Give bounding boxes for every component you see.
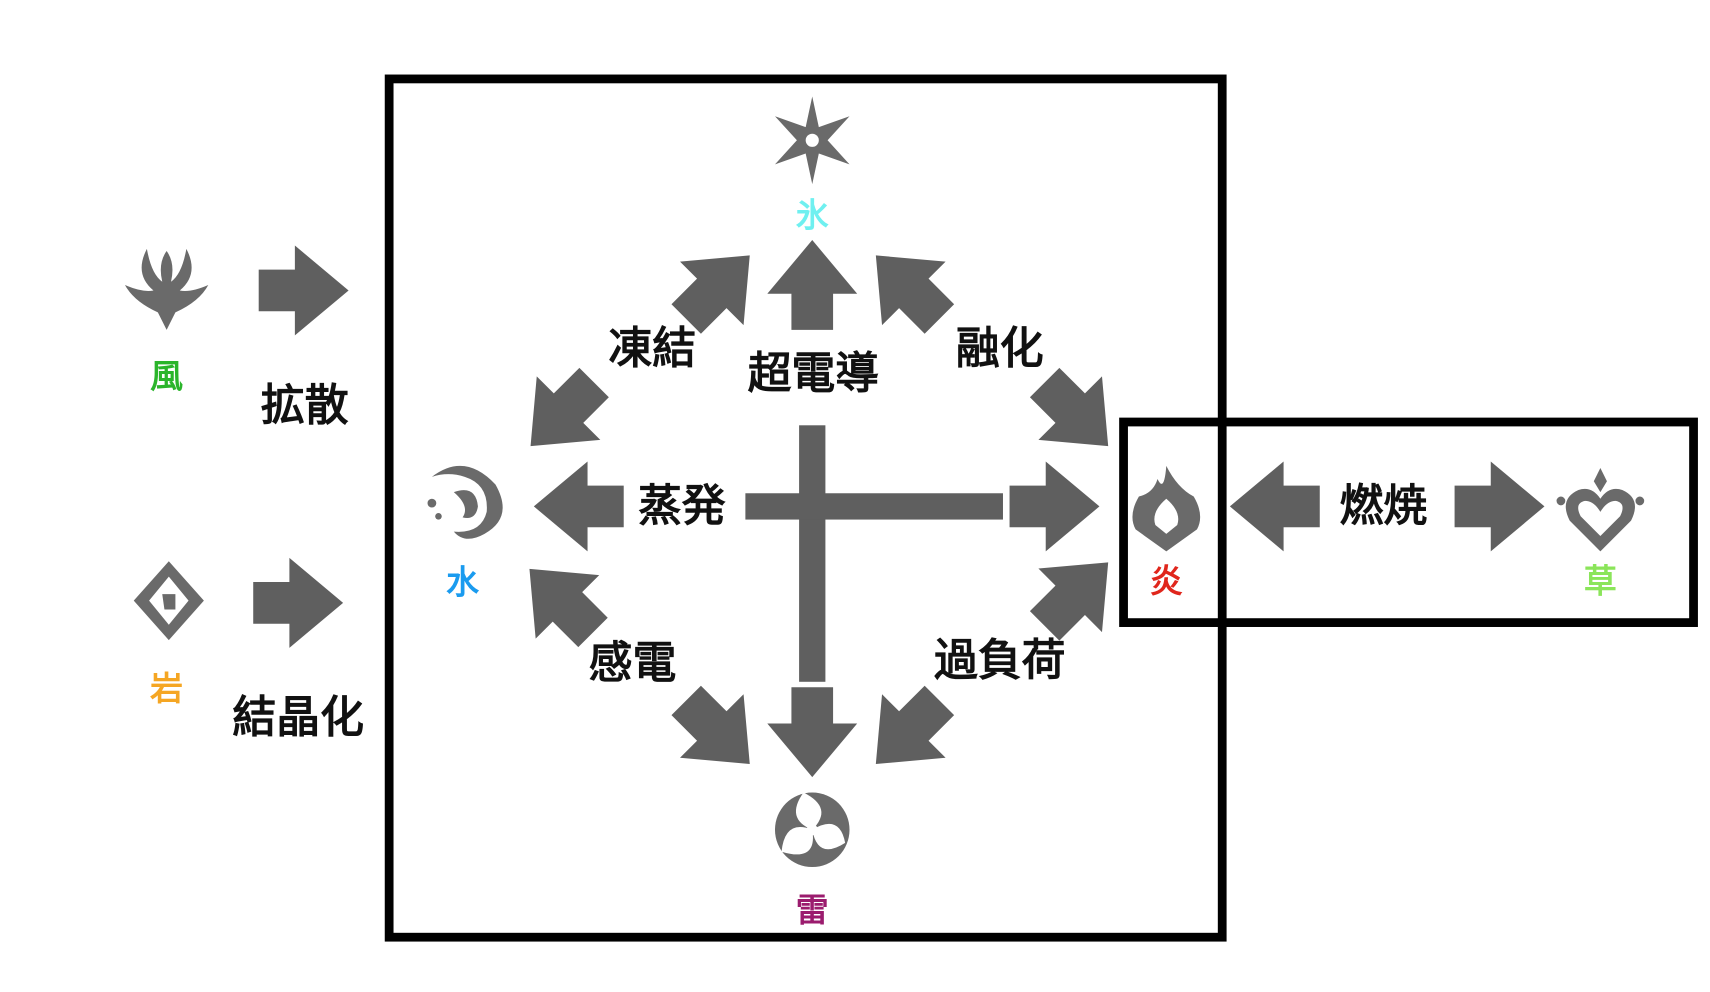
burning-label: 燃焼 bbox=[1340, 481, 1428, 532]
cryo-icon bbox=[774, 96, 850, 185]
superconduct-label: 超電導 bbox=[748, 348, 880, 399]
swirl-label: 拡散 bbox=[261, 380, 349, 431]
hydro-icon bbox=[427, 465, 503, 539]
frozen-to-cryo-arrow bbox=[671, 255, 750, 334]
electro-charged-label: 感電 bbox=[589, 637, 677, 688]
anemo-label: 風 bbox=[150, 357, 183, 396]
electro-charged-to-electro-arrow bbox=[671, 685, 750, 764]
pyro-icon bbox=[1132, 465, 1201, 552]
vaporize-label: 蒸発 bbox=[638, 481, 726, 532]
melt-label: 融化 bbox=[956, 323, 1044, 374]
core-elements-box bbox=[384, 74, 1227, 942]
geo-label: 岩 bbox=[150, 669, 183, 708]
geo-icon bbox=[133, 561, 204, 641]
to-cryo-arrow bbox=[767, 240, 858, 330]
electro-charged-to-hydro-arrow bbox=[529, 568, 608, 648]
swirl-arrow bbox=[258, 245, 349, 336]
hydro-label: 水 bbox=[446, 563, 479, 602]
crystallize-label: 結晶化 bbox=[232, 692, 363, 743]
dendro-icon bbox=[1556, 468, 1645, 552]
burning-to-pyro-arrow bbox=[1229, 461, 1320, 552]
electro-label: 雷 bbox=[796, 890, 829, 929]
vaporize-to-pyro-arrow bbox=[1009, 461, 1100, 552]
frozen-label: 凍結 bbox=[608, 323, 696, 374]
vaporize-to-hydro-arrow bbox=[533, 461, 624, 552]
crystallize-arrow bbox=[253, 557, 344, 648]
melt-to-pyro-arrow bbox=[1029, 367, 1109, 447]
burning-to-dendro-arrow bbox=[1454, 461, 1545, 552]
pyro-label: 炎 bbox=[1150, 562, 1183, 601]
anemo-icon bbox=[124, 248, 209, 330]
overloaded-to-pyro-arrow bbox=[1029, 562, 1109, 641]
overloaded-label: 過負荷 bbox=[934, 635, 1065, 686]
dendro-label: 草 bbox=[1584, 562, 1617, 601]
cross-vertical-line bbox=[799, 425, 826, 682]
cryo-label: 氷 bbox=[796, 196, 829, 235]
to-electro-arrow bbox=[767, 687, 858, 778]
melt-to-cryo-arrow bbox=[875, 255, 955, 334]
burning-box bbox=[1119, 417, 1698, 627]
cross-horizontal-line bbox=[745, 493, 1003, 520]
frozen-to-hydro-arrow bbox=[530, 367, 609, 447]
electro-icon bbox=[774, 792, 850, 868]
overloaded-to-electro-arrow bbox=[875, 685, 955, 764]
